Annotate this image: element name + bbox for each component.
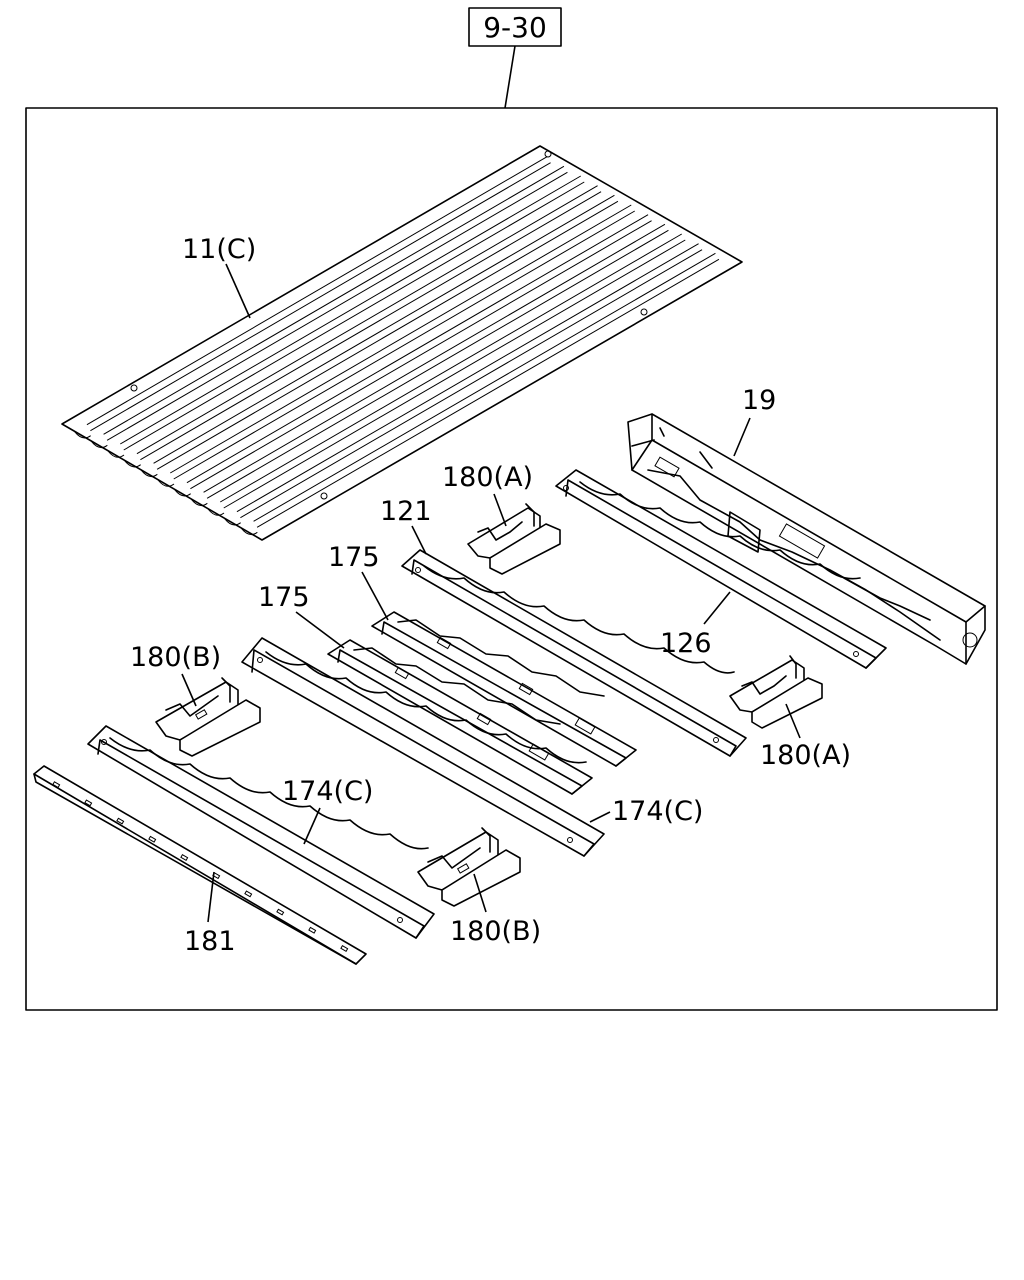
strip-hole [116, 817, 125, 825]
callout-11c: 11(C) [182, 234, 256, 319]
label-180b-bottom: 180(B) [450, 916, 541, 947]
label-180a-top: 180(A) [442, 462, 533, 493]
strip-hole [52, 781, 61, 789]
strip-hole [276, 908, 285, 916]
strip-hole [244, 890, 253, 898]
label-174c-right: 174(C) [612, 796, 703, 827]
label-175-lower: 175 [258, 582, 310, 613]
floor-rib-edge [157, 479, 175, 487]
floor-rib-line [223, 239, 686, 509]
label-19: 19 [742, 385, 776, 416]
floor-rib-line [173, 210, 636, 480]
label-174c-mid: 174(C) [282, 776, 373, 807]
floor-rib-line [203, 223, 666, 493]
strip-hole [340, 944, 349, 952]
label-11c: 11(C) [182, 234, 256, 265]
strip-hole [84, 799, 93, 807]
floor-rib-edge [140, 470, 158, 478]
callout-180a-right: 180(A) [760, 703, 851, 771]
floor-rib-line [153, 194, 615, 464]
callout-121: 121 [380, 496, 432, 555]
callout-175-upper: 175 [328, 542, 389, 621]
callout-126: 126 [660, 591, 731, 659]
callout-180b-left: 180(B) [130, 642, 221, 707]
floor-rib-line [186, 214, 649, 484]
label-175-upper: 175 [328, 542, 380, 573]
label-180b-left: 180(B) [130, 642, 221, 673]
floor-rib-line [90, 162, 551, 432]
floor-rib-line [206, 229, 669, 499]
reference-callout: 9-30 [468, 7, 562, 109]
floor-rib-edge [240, 528, 258, 536]
floor-rib-line [86, 156, 548, 426]
channel-174c-right-part [241, 637, 605, 857]
floor-rib-line [240, 249, 703, 519]
side-rail-part [627, 413, 986, 665]
floor-rib-line [103, 165, 565, 435]
strip-hole [180, 853, 189, 861]
floor-rib-line [140, 191, 602, 461]
floor-rib-edge [107, 450, 125, 458]
member-175-lower-part [327, 639, 593, 795]
floor-rib-line [219, 233, 683, 503]
floor-rib-line [119, 175, 582, 445]
floor-rib-line [236, 243, 699, 513]
label-180a-right: 180(A) [760, 740, 851, 771]
floor-rib-line [169, 204, 632, 474]
reference-box-label: 9-30 [483, 11, 547, 44]
diagram-frame [25, 107, 998, 1011]
floor-rib-line [136, 185, 598, 455]
floor-rib-edge [190, 499, 208, 507]
floor-rib-edge [224, 518, 241, 526]
floor-rib-edge [74, 431, 91, 439]
floor-rib-edge [90, 441, 108, 449]
channel-121-part [401, 549, 747, 757]
channel-126-part [555, 469, 887, 669]
callout-181: 181 [184, 871, 236, 957]
label-126: 126 [660, 628, 712, 659]
callout-174c-mid: 174(C) [282, 776, 373, 845]
strip-hole [308, 926, 317, 934]
strip-hole [148, 835, 157, 843]
floor-rib-line [106, 171, 568, 441]
callout-174c-right: 174(C) [589, 796, 703, 827]
callout-180b-bottom: 180(B) [450, 873, 541, 947]
floor-rib-line [190, 220, 652, 490]
floor-rib-edge [207, 508, 225, 516]
bracket-180a-right-part [729, 655, 823, 729]
bracket-180a-top-part [467, 503, 561, 575]
floor-rib-line [123, 181, 585, 451]
callout-175-lower: 175 [258, 582, 345, 649]
floor-rib-edge [124, 460, 141, 468]
floor-panel-part [61, 145, 743, 541]
label-121: 121 [380, 496, 432, 527]
floor-rib-line [156, 200, 619, 470]
strip-181-part [33, 765, 367, 965]
bracket-180b-left-part [155, 677, 261, 757]
channel-174c-left-part [87, 725, 435, 939]
floor-rib-line [253, 252, 716, 522]
label-181: 181 [184, 926, 236, 957]
floor-rib-edge [174, 489, 191, 497]
floor-rib-line [256, 258, 720, 528]
callout-180a-top: 180(A) [442, 462, 533, 527]
callout-19: 19 [733, 385, 776, 457]
bracket-180b-bottom-part [417, 827, 521, 907]
